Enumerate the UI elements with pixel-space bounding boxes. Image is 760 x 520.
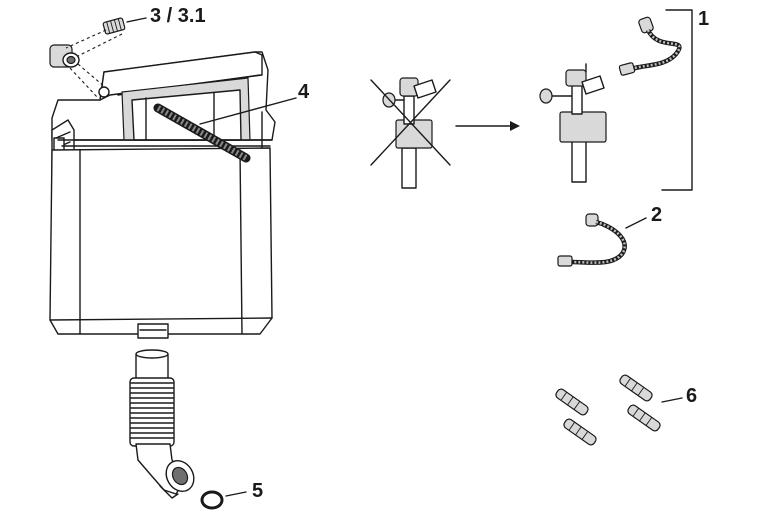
replacement-arrow xyxy=(455,121,520,131)
push-button-parts xyxy=(49,17,147,99)
cistern xyxy=(49,51,276,339)
flexible-hose-short xyxy=(557,213,647,267)
part-1-bracket xyxy=(661,9,693,191)
part-label-6: 6 xyxy=(686,385,698,407)
part-label-3: 3 / 3.1 xyxy=(150,5,206,27)
part-label-4: 4 xyxy=(298,81,310,103)
part-label-1: 1 xyxy=(698,8,710,30)
flexible-hose-long xyxy=(618,16,682,76)
flush-pipe-elbow xyxy=(129,349,195,499)
threaded-rod xyxy=(153,97,297,163)
part-label-2: 2 xyxy=(651,204,663,226)
wall-plugs xyxy=(555,374,683,446)
new-fill-valve xyxy=(539,63,607,183)
part-label-5: 5 xyxy=(252,480,264,502)
seal-ring xyxy=(200,490,247,510)
old-fill-valve xyxy=(370,77,451,189)
